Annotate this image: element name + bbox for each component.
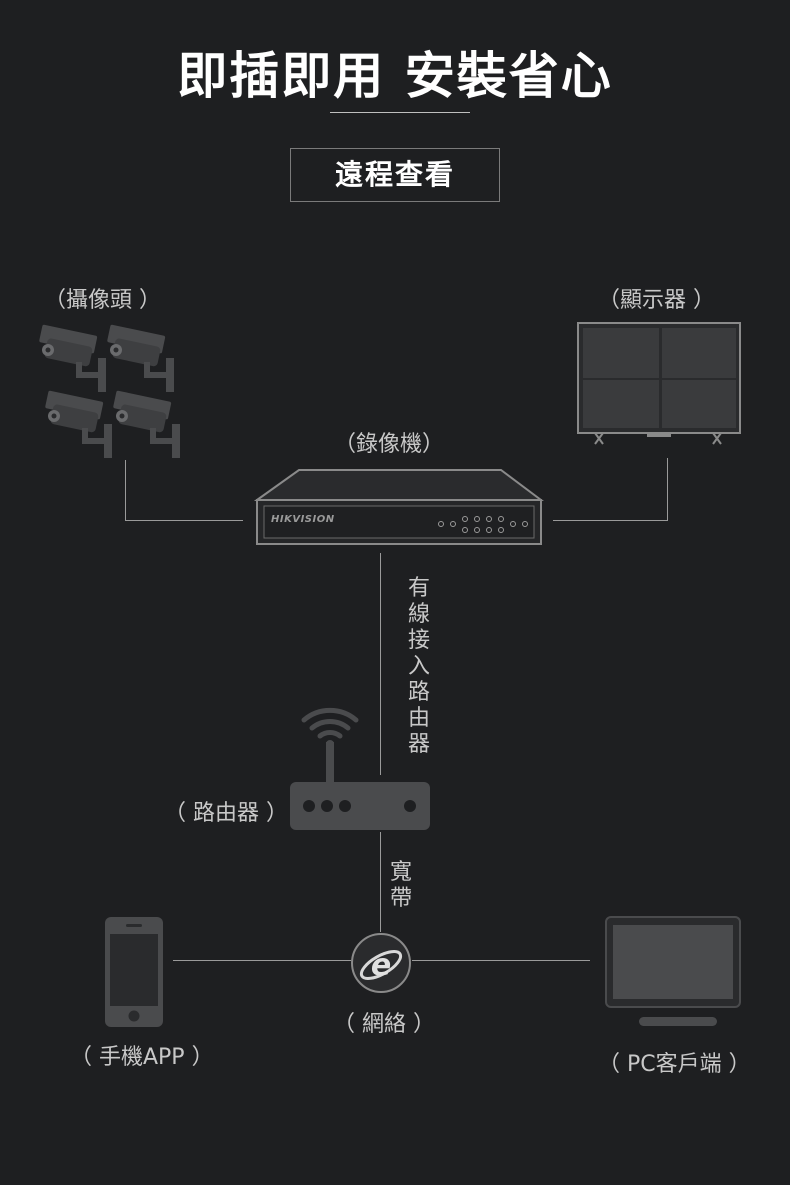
pc-monitor-icon	[605, 916, 741, 1026]
camera-icon	[38, 324, 106, 392]
smartphone-icon	[105, 917, 163, 1027]
router-network-link	[380, 832, 381, 932]
camera-label: （攝像頭 ）	[44, 288, 161, 313]
router-label: （ 路由器 ）	[164, 801, 288, 826]
pc-network-link	[412, 960, 590, 961]
title-divider	[330, 112, 470, 113]
wired-router-link-label: 有線接入路由器	[407, 576, 430, 757]
nvr-label: （錄像機）	[334, 432, 445, 457]
svg-text:e: e	[371, 948, 391, 983]
page-title: 即插即用 安裝省心	[177, 47, 613, 105]
camera-link-vertical	[125, 460, 126, 520]
pc-client-label: （ PC客戶端 ）	[598, 1052, 751, 1077]
phone-app-label: （ 手機APP ）	[70, 1045, 214, 1070]
ie-network-icon: e	[351, 933, 411, 993]
nvr-router-link	[380, 553, 381, 775]
camera-icon	[106, 324, 174, 392]
wifi-signal-icon	[301, 707, 359, 739]
network-label: （ 網絡 ）	[333, 1012, 435, 1037]
monitor-link-vertical	[667, 458, 668, 520]
broadband-link-label: 寬帶	[389, 860, 412, 911]
nvr-icon	[253, 469, 544, 545]
monitor-icon	[577, 322, 741, 445]
section-heading: 遠程查看	[290, 148, 500, 202]
monitor-link-horizontal	[553, 520, 668, 521]
wifi-router-icon	[290, 707, 430, 830]
nvr-brand-logo: HIKVISION	[271, 514, 335, 525]
phone-network-link	[173, 960, 351, 961]
monitor-label: （顯示器 ）	[598, 288, 715, 313]
camera-icon	[44, 390, 112, 458]
camera-icon	[112, 390, 180, 458]
camera-link-horizontal	[125, 520, 243, 521]
